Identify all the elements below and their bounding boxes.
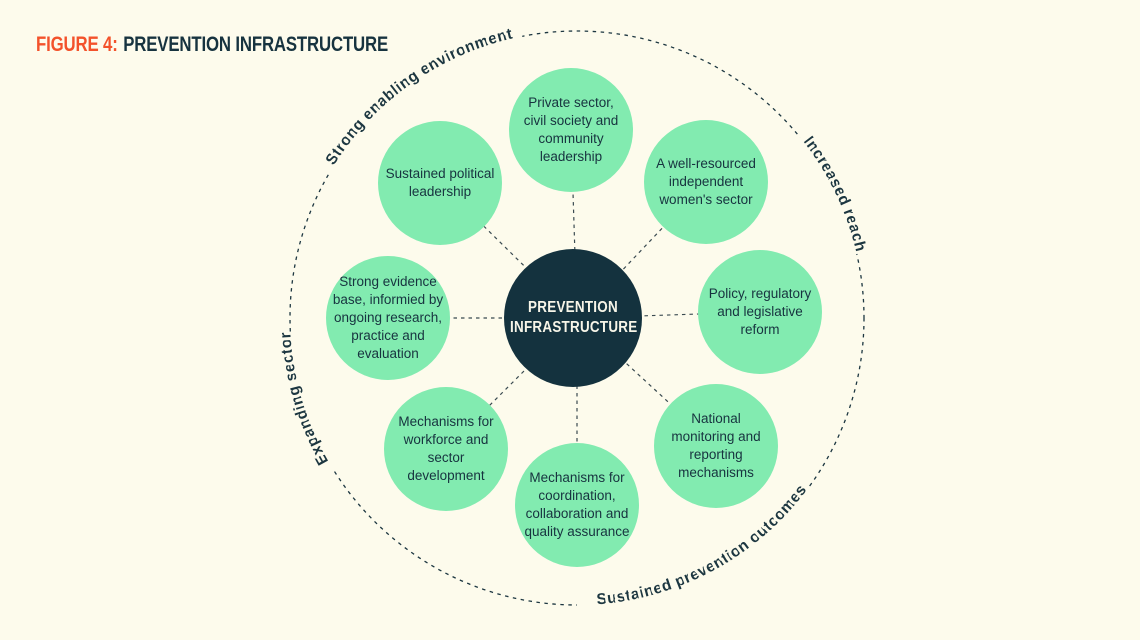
center-hub-label: PREVENTION INFRASTRUCTURE [510, 299, 638, 336]
node-private-sector-leadership: Private sector, civil society and commun… [509, 68, 633, 192]
node-label: Strong evidence base, informied by ongoi… [332, 274, 444, 361]
node-evidence-base: Strong evidence base, informied by ongoi… [326, 256, 450, 380]
node-label: National monitoring and reporting mechan… [671, 411, 761, 480]
figure-name: PREVENTION INFRASTRUCTURE [123, 33, 389, 56]
node-label: Sustained political leadership [385, 166, 495, 199]
node-womens-sector: A well-resourced independent women's sec… [644, 120, 768, 244]
figure-title: FIGURE 4:PREVENTION INFRASTRUCTURE [36, 33, 388, 57]
node-policy-reform: Policy, regulatory and legislative refor… [698, 250, 822, 374]
node-label: Policy, regulatory and legislative refor… [708, 286, 812, 337]
center-hub: PREVENTION INFRASTRUCTURE [504, 249, 642, 387]
node-coordination-mechanisms: Mechanisms for coordination, collaborati… [515, 443, 639, 567]
node-label: Mechanisms for coordination, collaborati… [524, 470, 630, 539]
ring-label-left: Expanding sector [277, 331, 332, 467]
node-label: A well-resourced independent women's sec… [656, 156, 756, 207]
ring-label-masks [282, 24, 869, 617]
figure-number: FIGURE 4: [36, 33, 118, 56]
node-political-leadership: Sustained political leadership [378, 121, 502, 245]
node-label: Mechanisms for workforce and sector deve… [398, 414, 494, 483]
node-monitoring-mechanisms: National monitoring and reporting mechan… [654, 384, 778, 508]
ring-label-right: Increased reach [800, 133, 869, 253]
node-workforce-development: Mechanisms for workforce and sector deve… [384, 387, 508, 511]
node-label: Private sector, civil society and commun… [523, 95, 619, 164]
